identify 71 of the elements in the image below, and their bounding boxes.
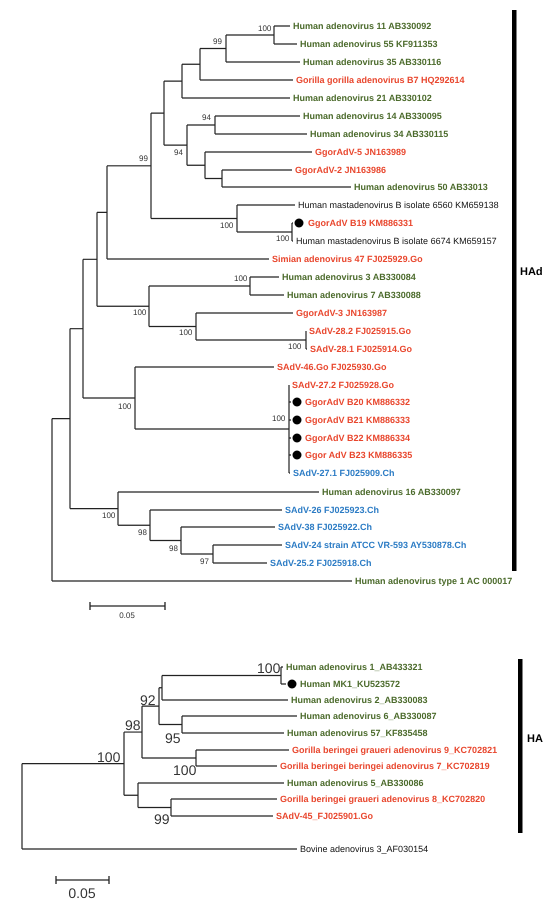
taxon-label: Ggor AdV B23 KM886335	[305, 449, 412, 461]
taxon-label: Human adenovirus 21 AB330102	[293, 92, 432, 104]
bootstrap-value: 100	[133, 308, 146, 318]
taxon-label: SAdV-24 strain ATCC VR-593 AY530878.Ch	[285, 539, 466, 551]
taxon-label: Human adenovirus 50 AB33013	[354, 181, 488, 193]
clade-label: HA	[527, 733, 543, 746]
taxon-label: SAdV-26 FJ025923.Ch	[285, 504, 380, 516]
scale-value: 0.05	[68, 885, 96, 901]
bootstrap-value: 94	[174, 148, 183, 158]
taxon-label: Human adenovirus 3 AB330084	[282, 271, 416, 283]
taxon-label: Human adenovirus 6_AB330087	[300, 710, 437, 722]
bootstrap-value: 100	[234, 274, 248, 284]
taxon-label: Bovine adenovirus 3_AF030154	[300, 843, 428, 855]
bootstrap-value: 92	[140, 692, 156, 708]
taxon-label: SAdV-25.2 FJ025918.Ch	[270, 557, 372, 569]
bootstrap-value: 98	[125, 717, 141, 733]
bootstrap-value: 100	[288, 342, 302, 352]
taxon-label: Human adenovirus 34 AB330115	[310, 128, 448, 140]
bootstrap-value: 100	[258, 24, 272, 34]
taxon-label: Human adenovirus 5_AB330086	[287, 777, 424, 789]
taxon-label: Human adenovirus 11 AB330092	[293, 20, 432, 32]
bootstrap-value: 95	[165, 730, 181, 746]
taxon-label: Simian adenovirus 47 FJ025929.Go	[272, 253, 423, 265]
bootstrap-value: 98	[138, 528, 147, 538]
taxon-label: SAdV-45_FJ025901.Go	[276, 810, 374, 822]
taxon-label: Human mastadenovirus B isolate 6560 KM659138	[298, 199, 499, 211]
bootstrap-value: 98	[169, 544, 178, 554]
taxon-label: Human adenovirus 16 AB330097	[322, 486, 461, 498]
taxon-label: Gorilla beringei graueri adenovirus 9_KC702821	[292, 744, 498, 756]
bootstrap-value: 100	[276, 234, 290, 244]
taxon-label: Human adenovirus 2_AB330083	[291, 694, 428, 706]
taxon-label: SAdV-46.Go FJ025930.Go	[277, 361, 387, 373]
taxon-label: Human adenovirus 1_AB433321	[286, 661, 423, 673]
taxon-label: GgorAdV-5 JN163989	[315, 146, 406, 158]
bootstrap-value: 99	[213, 37, 222, 47]
taxon-label: Gorilla gorilla adenovirus B7 HQ292614	[296, 74, 465, 86]
bootstrap-value: 100	[179, 328, 192, 338]
taxon-label: Gorilla beringei beringei adenovirus 7_KC702819	[280, 760, 490, 772]
taxon-label: Human adenovirus 57_KF835458	[287, 727, 428, 739]
taxon-label: SAdV-28.2 FJ025915.Go	[309, 325, 412, 337]
bootstrap-value: 99	[154, 811, 170, 827]
bootstrap-value: 100	[118, 402, 132, 412]
bootstrap-value: 100	[97, 749, 120, 765]
taxon-label: Gorilla beringei graueri adenovirus 8_KC702820	[280, 793, 486, 805]
clade-label: HAd	[520, 266, 543, 279]
taxon-label: GgorAdV B21 KM886333	[305, 414, 410, 426]
taxon-label: SAdV-38 FJ025922.Ch	[278, 521, 372, 533]
bootstrap-value: 94	[202, 113, 211, 123]
taxon-label: Human MK1_KU523572	[300, 678, 400, 690]
taxon-label: Human adenovirus 55 KF911353	[300, 38, 438, 50]
scale-value: 0.05	[119, 611, 135, 621]
bootstrap-value: 99	[139, 154, 148, 164]
taxon-label: GgorAdV B19 KM886331	[308, 217, 414, 229]
bootstrap-value: 100	[272, 414, 286, 424]
taxon-label: Human adenovirus 7 AB330088	[287, 289, 421, 301]
bootstrap-value: 100	[220, 221, 234, 231]
taxon-label: GgorAdV-2 JN163986	[295, 164, 386, 176]
bootstrap-value: 100	[102, 511, 116, 521]
taxon-label: SAdV-27.1 FJ025909.Ch	[293, 467, 395, 479]
taxon-label: GgorAdV B22 KM886334	[305, 432, 410, 444]
taxon-label: Human mastadenovirus B isolate 6674 KM659157	[296, 235, 497, 247]
taxon-label: Human adenovirus 35 AB330116	[303, 56, 442, 68]
taxon-label: Human adenovirus type 1 AC 000017	[355, 575, 512, 587]
bootstrap-value: 97	[200, 557, 209, 567]
taxon-label: SAdV-28.1 FJ025914.Go	[310, 343, 412, 355]
taxon-label: Human adenovirus 14 AB330095	[303, 110, 442, 122]
taxon-label: GgorAdV B20 KM886332	[305, 396, 410, 408]
taxon-label: GgorAdV-3 JN163987	[296, 307, 388, 319]
taxon-label: SAdV-27.2 FJ025928.Go	[292, 379, 394, 391]
bootstrap-value: 100	[173, 762, 196, 778]
bootstrap-value: 100	[257, 660, 280, 676]
